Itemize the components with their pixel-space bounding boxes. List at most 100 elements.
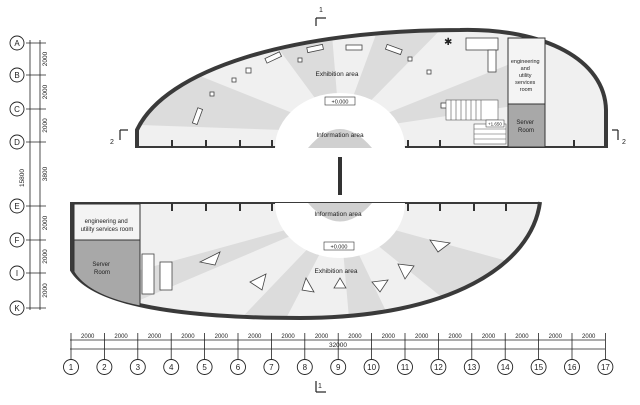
- lower-information-area-label: Information area: [314, 211, 362, 218]
- row-total-label: 15800: [19, 169, 26, 187]
- row-axis-label-A: A: [14, 39, 20, 48]
- upper-staircase: [445, 99, 507, 145]
- lower-columns: [171, 203, 507, 211]
- upper-server-label: Server Room: [516, 120, 535, 134]
- column-axis-bubble-15: [530, 359, 547, 375]
- column-dimension-label: 2000: [281, 334, 295, 340]
- section-mark-bottom: [315, 381, 326, 393]
- lower-exhibition-label: Exhibition area: [315, 268, 358, 275]
- row-axis-label-E: E: [14, 202, 19, 211]
- upper-level-mark: +0.000: [332, 100, 349, 106]
- column-axis-label-7: 7: [269, 363, 274, 372]
- column-axis-label-15: 15: [534, 363, 543, 372]
- column-dimension-label: 2000: [382, 334, 396, 340]
- upper-information-area-label: Information area: [316, 132, 364, 139]
- section-mark-left: [119, 129, 128, 140]
- lower-level-mark-box: [323, 241, 355, 251]
- column-axis-label-6: 6: [236, 363, 241, 372]
- column-axis-bubble-7: [263, 359, 280, 375]
- row-dimension-label: 2000: [42, 283, 49, 298]
- lower-information-area-band: [308, 203, 372, 222]
- section-mark-bottom-label: 1: [318, 383, 322, 390]
- column-axis-bubble-8: [296, 359, 313, 375]
- column-dimension-label: 2000: [81, 334, 95, 340]
- row-axis-label-B: B: [14, 71, 19, 80]
- lower-display-cases: [141, 239, 452, 295]
- column-dimension-label: 2000: [415, 334, 429, 340]
- column-axis-label-5: 5: [202, 363, 207, 372]
- row-axis-label-F: F: [15, 236, 20, 245]
- column-axis-bubble-9: [330, 359, 347, 375]
- upper-engineering-room: [507, 37, 546, 105]
- column-axis-label-16: 16: [568, 363, 577, 372]
- column-dimension-label: 2000: [114, 334, 128, 340]
- column-dimension-label: 2000: [148, 334, 162, 340]
- upper-columns: [171, 140, 575, 148]
- column-dimension-label: 2000: [315, 334, 329, 340]
- row-axis-label-K: K: [14, 304, 20, 313]
- lower-information-area-circle: [275, 203, 405, 258]
- section-mark-right-label: 2: [622, 139, 626, 146]
- upper-level-mark-box: [324, 96, 356, 106]
- row-dimension-label: 2000: [42, 84, 49, 99]
- column-dimension-label: 2000: [181, 334, 195, 340]
- row-dimension-label: 2000: [42, 215, 49, 230]
- upper-exterior-wall: [135, 27, 608, 148]
- row-axis-label-C: C: [14, 105, 20, 114]
- column-dimension-label: 2000: [515, 334, 529, 340]
- column-axis-bubble-11: [397, 359, 413, 375]
- column-axis-label-3: 3: [136, 363, 141, 372]
- section-mark-right: [612, 129, 619, 140]
- upper-exhibition-label: Exhibition area: [316, 71, 359, 78]
- row-dimension-label: 2000: [42, 249, 49, 264]
- column-dimension-label: 2000: [448, 334, 462, 340]
- column-dimension-label: 2000: [215, 334, 229, 340]
- column-axis-bubble-16: [564, 359, 580, 375]
- column-axis-label-11: 11: [401, 363, 410, 372]
- row-axis-bubble-A: [9, 35, 25, 51]
- row-axis-bubble-B: [9, 67, 25, 83]
- column-axis-label-9: 9: [336, 363, 341, 372]
- section-mark-top-label: 1: [319, 7, 323, 14]
- column-axis-bubble-4: [163, 359, 180, 375]
- lower-engineering-label: engineering and utility services room: [81, 219, 134, 233]
- column-axis-label-2: 2: [102, 363, 107, 372]
- column-dimension-label: 2000: [582, 334, 596, 340]
- upper-information-area-band: [308, 129, 372, 148]
- column-axis-label-1: 1: [69, 363, 74, 372]
- column-dimension-label: 2000: [549, 334, 563, 340]
- row-dimension-label: 3800: [42, 166, 49, 181]
- column-axis-bubble-13: [463, 359, 480, 375]
- central-partition: [338, 157, 342, 195]
- upper-wing: Information area +0.000 Exhibition area …: [135, 27, 608, 148]
- column-axis-bubble-2: [96, 359, 113, 375]
- row-axis-bubble-C: [9, 101, 25, 117]
- upper-server-room: [507, 103, 546, 148]
- column-axis-bubble-17: [597, 359, 614, 375]
- upper-information-area-circle: [275, 93, 405, 148]
- column-axis-label-14: 14: [501, 363, 510, 372]
- column-axis-bubble-3: [129, 359, 146, 375]
- row-dimension-label: 2000: [42, 51, 49, 66]
- column-dimension-label: 2000: [348, 334, 362, 340]
- row-axis-label-I: I: [16, 269, 18, 278]
- column-axis-label-4: 4: [169, 363, 174, 372]
- row-axis-bubble-E: [9, 198, 25, 214]
- upper-stair-mark: +1.650: [488, 122, 502, 127]
- column-axis-bubble-6: [230, 359, 246, 375]
- column-axis-label-17: 17: [601, 363, 610, 372]
- column-axis-label-8: 8: [303, 363, 308, 372]
- column-axis-bubble-14: [497, 359, 514, 375]
- column-axis-label-13: 13: [467, 363, 476, 372]
- column-axis-bubble-10: [363, 359, 380, 375]
- upper-engineering-label: engineering and utility services room: [511, 59, 541, 93]
- column-axis-bubble-1: [63, 359, 79, 375]
- section-mark-top: [315, 17, 326, 26]
- row-axis-bubble-I: [9, 265, 25, 281]
- lower-level-mark: +0.000: [331, 245, 348, 251]
- upper-stair-mark-box: [485, 119, 505, 128]
- column-axis-label-12: 12: [434, 363, 443, 372]
